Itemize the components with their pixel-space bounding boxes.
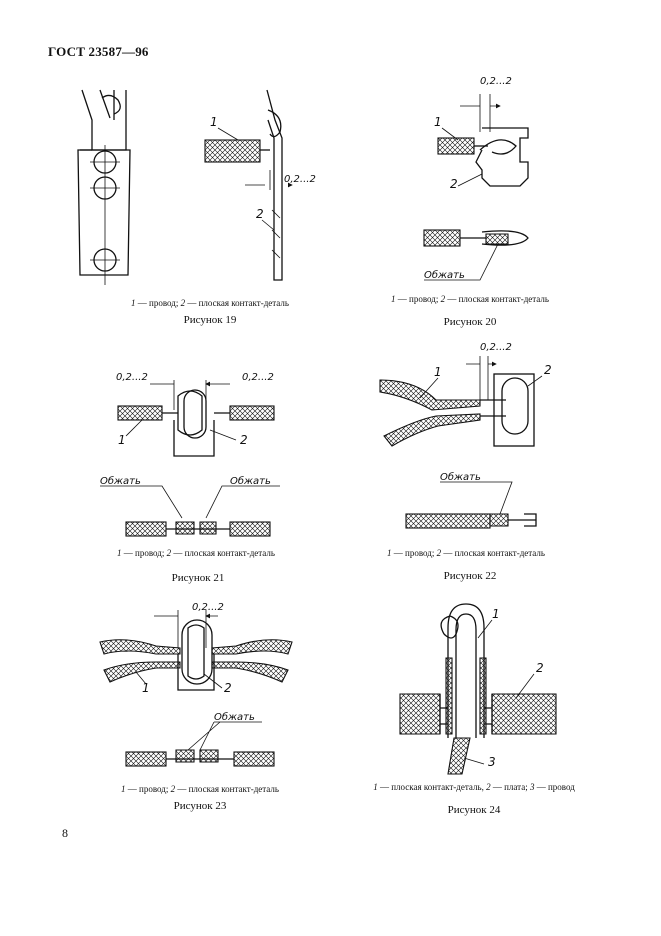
gap-dimension-label: 0,2...2 xyxy=(284,174,316,185)
callout-2: 2 xyxy=(240,433,248,447)
wire-left xyxy=(117,405,163,421)
contact-plate xyxy=(493,373,535,447)
figure-22-caption: 1 — провод; 2 — плоская контакт-деталь xyxy=(387,548,545,558)
board-right xyxy=(491,693,557,735)
wire-right-lower-view xyxy=(233,751,275,767)
crimp-label-left: Обжать xyxy=(100,475,141,487)
contact-body xyxy=(475,127,529,187)
figure-23-title: Рисунок 23 xyxy=(173,800,227,812)
crimp-label-right: Обжать xyxy=(230,475,271,487)
callout-3: 3 xyxy=(488,755,496,769)
document-header: ГОСТ 23587—96 xyxy=(48,44,149,59)
wire-right-lower xyxy=(211,661,289,683)
callout-1: 1 xyxy=(210,115,218,129)
callout-1: 1 xyxy=(118,433,126,447)
contact-body xyxy=(77,149,131,276)
wire-upper xyxy=(379,379,481,411)
contact-loop xyxy=(181,619,213,685)
gap-dimension-label: 0,2...2 xyxy=(480,342,512,353)
callout-1: 1 xyxy=(434,115,442,129)
figure-22-title: Рисунок 22 xyxy=(443,570,497,582)
figure-19-title: Рисунок 19 xyxy=(183,314,237,326)
wire-right xyxy=(229,405,275,421)
contact-outline xyxy=(447,603,485,738)
wire-loop xyxy=(101,94,121,115)
board-left xyxy=(399,693,441,735)
crimp-label: Обжать xyxy=(214,711,255,723)
contact-loop xyxy=(183,389,207,439)
contact-outline xyxy=(81,89,127,151)
figure-22-drawing: 0,2...2 1 2 Обжать xyxy=(379,342,552,529)
callout-2: 2 xyxy=(544,363,552,377)
wire-insulation xyxy=(204,139,261,163)
crimp-label: Обжать xyxy=(424,269,465,281)
wire-left-lower xyxy=(103,661,181,683)
callout-2: 2 xyxy=(450,177,458,191)
page-number: 8 xyxy=(62,826,68,840)
figure-24-drawing: 1 2 3 xyxy=(399,603,557,775)
callout-1: 1 xyxy=(492,607,500,621)
gap-dimension-label-right: 0,2...2 xyxy=(242,372,274,383)
callout-2: 2 xyxy=(536,661,544,675)
callout-1: 1 xyxy=(434,365,442,379)
crimp-label: Обжать xyxy=(440,471,481,483)
figure-21-caption: 1 — провод; 2 — плоская контакт-деталь xyxy=(117,548,275,558)
figure-21-drawing: 0,2...2 0,2...2 1 2 Обжать Обжать xyxy=(100,372,280,537)
gap-dimension-label-left: 0,2...2 xyxy=(116,372,148,383)
gap-dimension-label: 0,2...2 xyxy=(192,602,224,613)
figure-19-drawing: 0,2...2 1 2 xyxy=(77,89,316,285)
wire-right-upper xyxy=(211,639,293,655)
figure-24-title: Рисунок 24 xyxy=(447,804,501,816)
figure-20-title: Рисунок 20 xyxy=(443,316,497,328)
contact-plate xyxy=(173,420,215,457)
figure-23-drawing: 0,2...2 1 2 Обжать xyxy=(99,602,293,767)
wire-insulation xyxy=(437,137,475,155)
figure-19-caption: 1 — провод; 2 — плоская контакт-деталь xyxy=(131,298,289,308)
figure-20-caption: 1 — провод; 2 — плоская контакт-деталь xyxy=(391,294,549,304)
wire-insulation-lower xyxy=(423,229,461,247)
figure-24-caption: 1 — плоская контакт-деталь, 2 — плата; 3… xyxy=(373,782,575,792)
figure-20-drawing: 0,2...2 1 2 Обжать xyxy=(423,76,529,281)
callout-2: 2 xyxy=(256,207,264,221)
wire-left-lower-view xyxy=(125,751,167,767)
wire-left-upper xyxy=(99,639,181,655)
figure-21-title: Рисунок 21 xyxy=(171,572,225,584)
callout-1: 1 xyxy=(142,681,150,695)
wire-left-lower xyxy=(125,521,167,537)
wire-lower-view xyxy=(405,513,491,529)
gap-dimension-label: 0,2...2 xyxy=(480,76,512,87)
figure-23-caption: 1 — провод; 2 — плоская контакт-деталь xyxy=(121,784,279,794)
contact-loop xyxy=(501,377,529,435)
callout-2: 2 xyxy=(224,681,232,695)
wire-right-lower xyxy=(229,521,271,537)
wire xyxy=(447,737,471,775)
wire-lower xyxy=(383,413,481,447)
